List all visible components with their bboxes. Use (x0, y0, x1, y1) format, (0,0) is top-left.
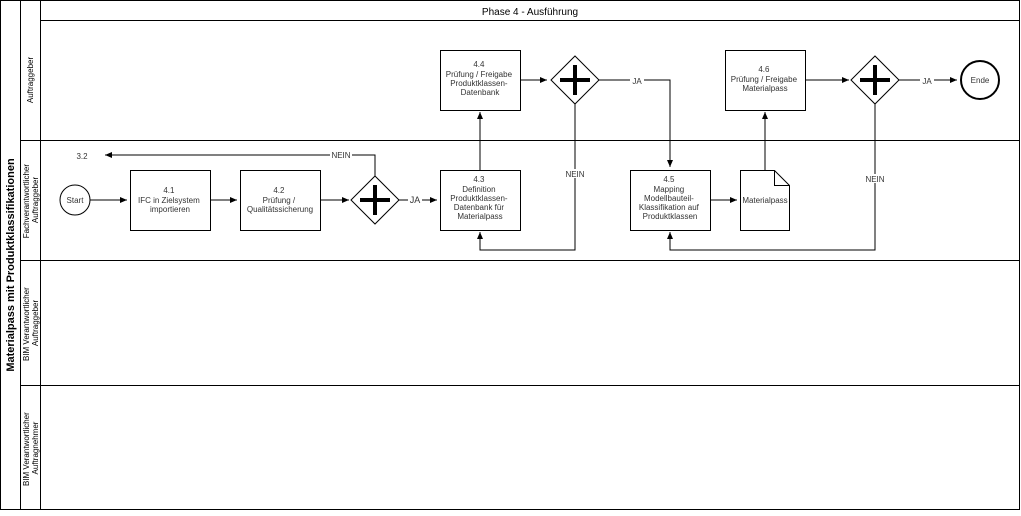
task-4-3[interactable] (440, 170, 521, 231)
edge-label-bg-ja1 (408, 195, 422, 205)
edge-label-bg-nein2 (563, 169, 587, 178)
edge-label-ja2: JA (632, 77, 642, 86)
edge-label-bg-ja2 (630, 76, 644, 85)
edge-label-ja1: JA (410, 195, 421, 205)
edge-label-ja3: JA (922, 77, 932, 86)
pool-title: Materialpass mit Produktklassifikationen (5, 158, 17, 372)
lane-label-bim-an: BIM Verantwortlicher Auftragnehmer (22, 410, 40, 486)
parallel-gateway-3-plus-icon (860, 65, 890, 95)
task-4-5[interactable] (630, 170, 711, 231)
task-4-2-label: 4.2 Prüfung / Qualitätssicherung (247, 186, 313, 214)
edge-label-nein3: NEIN (865, 175, 884, 184)
data-object-materialpass[interactable] (740, 170, 790, 231)
parallel-gateway-1-plus-icon (360, 185, 390, 215)
start-event-label: Start (67, 196, 85, 205)
lane-label-bim-ag: BIM Verantwortlicher Auftraggeber (22, 285, 40, 361)
task-4-3-label: 4.3 Definition Produktklassen- Datenbank… (450, 175, 510, 221)
lane-label-fachverantwortlicher: Fachverantwortlicher Auftraggeber (22, 162, 40, 238)
edge-label-nein1: NEIN (331, 151, 350, 160)
end-event-label: Ende (971, 76, 990, 85)
edge-label-nein2: NEIN (565, 170, 584, 179)
task-4-6[interactable] (725, 50, 806, 111)
edge-label-bg-ja3 (920, 76, 934, 85)
edge-gw1-ref (105, 152, 376, 176)
edge-label-ref: 3.2 (76, 152, 88, 161)
edge-label-bg-nein1 (330, 150, 352, 159)
task-4-6-label: 4.6 Prüfung / Freigabe Materialpass (731, 65, 800, 93)
task-4-5-label: 4.5 Mapping Modellbauteil- Klassifikatio… (639, 175, 701, 221)
task-4-4-label: 4.4 Prüfung / Freigabe Produktklassen- D… (446, 60, 515, 97)
task-4-1[interactable] (130, 170, 211, 231)
end-event[interactable] (960, 60, 1000, 100)
parallel-gateway-2-plus-icon (560, 65, 590, 95)
task-4-4[interactable] (440, 50, 521, 111)
edge-label-bg-nein3 (863, 174, 887, 183)
edge-gw2-45 (599, 79, 673, 167)
data-object-materialpass-label: Materialpass (742, 196, 787, 205)
start-event[interactable] (59, 184, 91, 216)
task-4-2[interactable] (240, 170, 321, 231)
lane-label-auftraggeber: Auftraggeber (26, 57, 35, 104)
phase-header: Phase 4 - Ausführung (482, 7, 578, 18)
task-4-1-label: 4.1 IFC in Zielsystem importieren (138, 186, 202, 214)
